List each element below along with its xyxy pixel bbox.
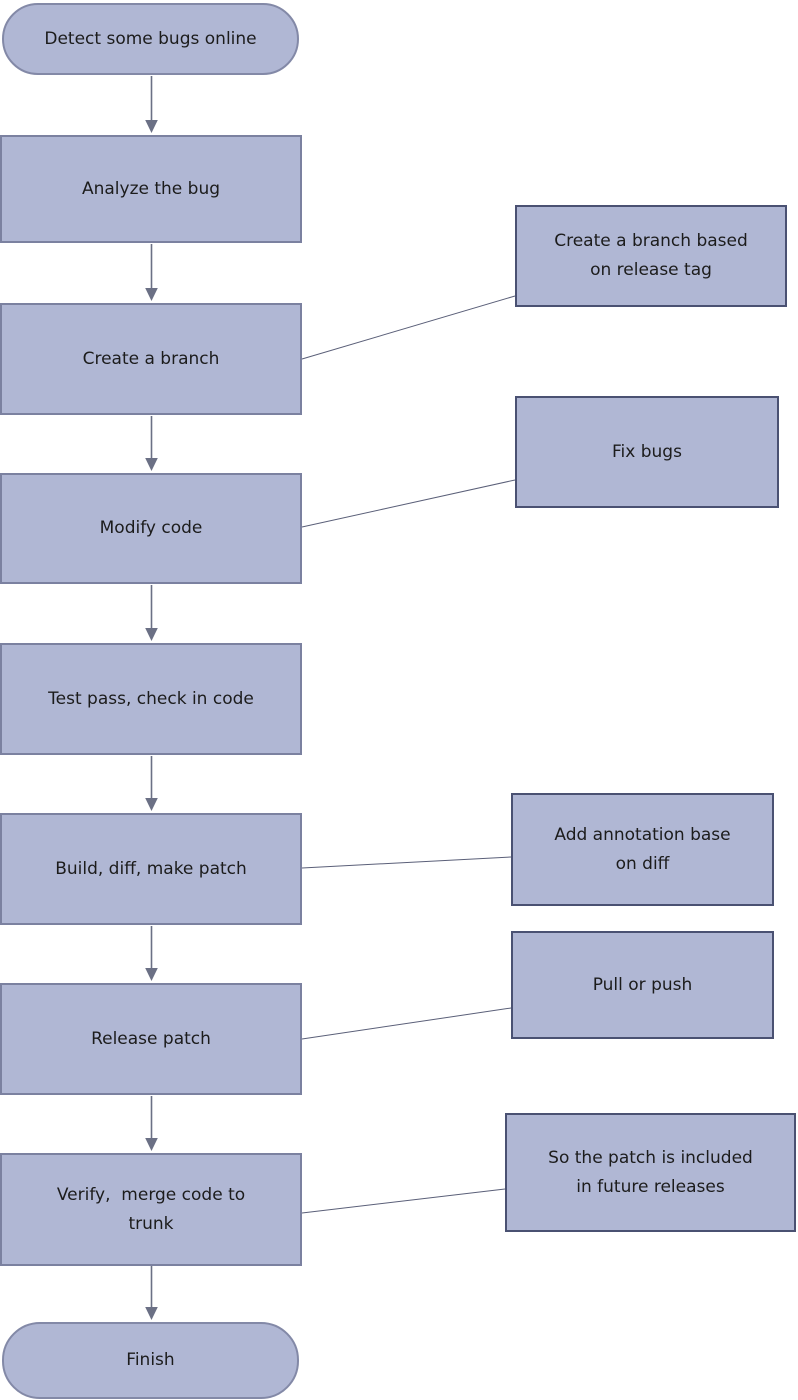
flow-node-verify-merge: Verify, merge code to trunk [0, 1153, 302, 1266]
flow-node-analyze-bug: Analyze the bug [0, 135, 302, 243]
flow-node-verify-merge-label: Verify, merge code to trunk [56, 1184, 246, 1234]
flow-node-modify-code: Modify code [0, 473, 302, 584]
annotation-fix-bugs: Fix bugs [515, 396, 779, 508]
annotation-pull-push-label: Pull or push [592, 974, 693, 995]
flow-node-create-branch: Create a branch [0, 303, 302, 415]
flow-arrow-verify-finish [145, 1266, 158, 1320]
annotation-connector-pull-push [301, 1007, 512, 1040]
flow-node-test-pass-label: Test pass, check in code [48, 688, 254, 709]
annotation-future-release: So the patch is included in future relea… [505, 1113, 796, 1232]
annotation-add-annotation: Add annotation base on diff [511, 793, 774, 906]
annotation-fix-bugs-label: Fix bugs [612, 441, 682, 462]
flow-node-finish: Finish [2, 1322, 299, 1399]
flow-node-release-patch: Release patch [0, 983, 302, 1095]
annotation-connector-branch-tag [301, 295, 516, 360]
flow-arrow-createbranch-modify [145, 416, 158, 471]
flow-node-start: Detect some bugs online [2, 3, 299, 75]
flow-node-finish-label: Finish [126, 1350, 175, 1370]
flow-node-analyze-bug-label: Analyze the bug [81, 178, 221, 199]
annotation-branch-tag: Create a branch based on release tag [515, 205, 787, 307]
annotation-connector-add-annotation [301, 856, 512, 869]
annotation-future-release-label: So the patch is included in future relea… [548, 1147, 753, 1197]
flow-node-release-patch-label: Release patch [91, 1028, 211, 1049]
flow-arrow-analyze-createbranch [145, 244, 158, 301]
flow-arrow-testpass-builddiff [145, 756, 158, 811]
flow-arrow-builddiff-release [145, 926, 158, 981]
flow-arrow-release-verify [145, 1096, 158, 1151]
flow-node-modify-code-label: Modify code [99, 518, 203, 538]
flow-node-create-branch-label: Create a branch [82, 348, 220, 369]
annotation-branch-tag-label: Create a branch based on release tag [554, 231, 748, 280]
flow-arrow-start-analyze [145, 76, 158, 133]
annotation-add-annotation-label: Add annotation base on diff [554, 824, 731, 874]
annotation-pull-push: Pull or push [511, 931, 774, 1039]
annotation-connector-fix-bugs [301, 479, 516, 528]
flow-node-start-label: Detect some bugs online [44, 28, 257, 49]
flow-arrow-modify-testpass [145, 585, 158, 641]
annotation-connector-future-release [301, 1188, 506, 1214]
flow-node-test-pass: Test pass, check in code [0, 643, 302, 755]
flow-node-build-diff-label: Build, diff, make patch [55, 858, 247, 879]
flow-node-build-diff: Build, diff, make patch [0, 813, 302, 925]
